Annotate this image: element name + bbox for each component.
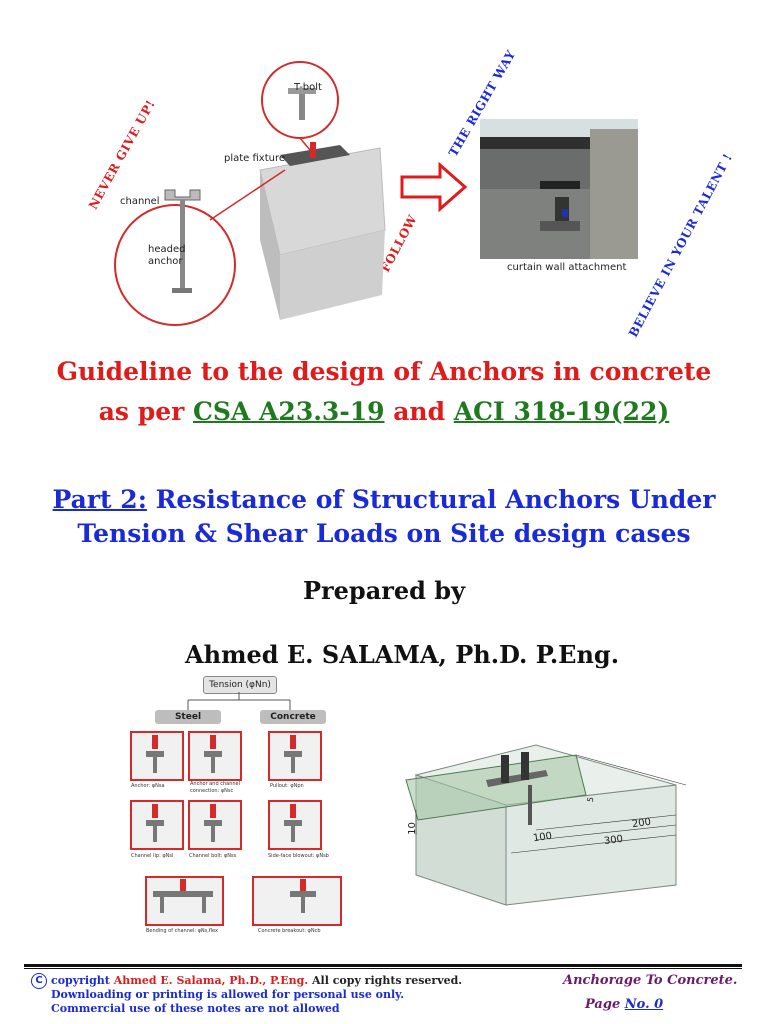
part-label: Part 2:: [52, 485, 147, 514]
anchor-channel-illustration: [114, 61, 386, 326]
part-title-line1: Part 2: Resistance of Structural Anchors…: [0, 485, 768, 514]
copyright-icon: C: [31, 973, 47, 989]
footer-rights: All copy rights reserved.: [308, 974, 463, 987]
cap-channel-bolt: Channel bolt: φNss: [189, 853, 237, 859]
cap-bending: Bending of channel: φNs,flex: [146, 928, 218, 934]
part-line1-rest: Resistance of Structural Anchors Under: [146, 485, 716, 514]
photo-caption: curtain wall attachment: [507, 262, 627, 273]
part-title-line2: Tension & Shear Loads on Site design cas…: [77, 519, 691, 548]
concrete-block-3d-drawing: [376, 735, 706, 907]
author-name: Ahmed E. SALAMA, Ph.D. P.Eng.: [185, 640, 620, 669]
cap-side-face: Side-face blowout: φNsb: [268, 853, 329, 859]
page-prefix: Page: [585, 997, 625, 1012]
footer-line2: Downloading or printing is allowed for p…: [51, 988, 405, 1001]
title-prefix: as per: [98, 397, 193, 426]
code-aci: ACI 318-19(22): [453, 397, 670, 426]
footer-rule-thick: [24, 964, 742, 967]
headed-anchor-label-1: headed: [148, 244, 186, 255]
cap-anchor-channel-1: Anchor and channel: [190, 781, 240, 787]
cap-pullout: Pullout: φNpn: [270, 783, 304, 789]
t-bolt-label: T-bolt: [294, 82, 322, 93]
cap-anchor-channel-2: connection: φNsc: [190, 788, 234, 794]
tree-steel: Steel: [155, 710, 221, 724]
tree-anchor-drawings: [146, 735, 316, 913]
footer-line3: Commercial use of these notes are not al…: [51, 1002, 340, 1015]
code-csa: CSA A23.3-19: [192, 397, 385, 426]
page-number: Page No. 0: [585, 997, 663, 1012]
plate-fixture-label: plate fixture: [224, 153, 286, 164]
title-mid: and: [384, 397, 454, 426]
tree-concrete: Concrete: [260, 710, 326, 724]
page-no-value: No. 0: [624, 997, 664, 1012]
headed-anchor-label-2: anchor: [148, 256, 183, 267]
guideline-title-line1: Guideline to the design of Anchors in co…: [56, 357, 712, 386]
footer-copyright-word: copyright: [51, 974, 114, 987]
cap-breakout: Concrete breakout: φNcb: [258, 928, 321, 934]
curtain-wall-photo: [480, 119, 638, 259]
cap-channel-lip: Channel lip: φNsl: [131, 853, 174, 859]
footer-rule-thin: [24, 968, 742, 969]
follow-arrow-icon: [400, 162, 468, 212]
cap-anchor: Anchor: φNsa: [131, 783, 165, 789]
slogan-believe: BELIEVE IN YOUR TALENT !: [626, 151, 736, 340]
guideline-title-line2: as per CSA A23.3-19 and ACI 318-19(22): [0, 397, 768, 426]
tree-root: Tension (φNn): [203, 676, 277, 694]
footer-author: Ahmed E. Salama, Ph.D., P.Eng.: [113, 974, 309, 987]
footer-line1: copyright Ahmed E. Salama, Ph.D., P.Eng.…: [51, 974, 462, 987]
footer-right-title: Anchorage To Concrete.: [563, 973, 738, 988]
dim-10: 10: [406, 822, 418, 835]
prepared-by: Prepared by: [302, 576, 466, 605]
cell-breakout: [252, 876, 342, 926]
channel-label: channel: [120, 196, 160, 207]
tree-connectors: [187, 692, 291, 710]
